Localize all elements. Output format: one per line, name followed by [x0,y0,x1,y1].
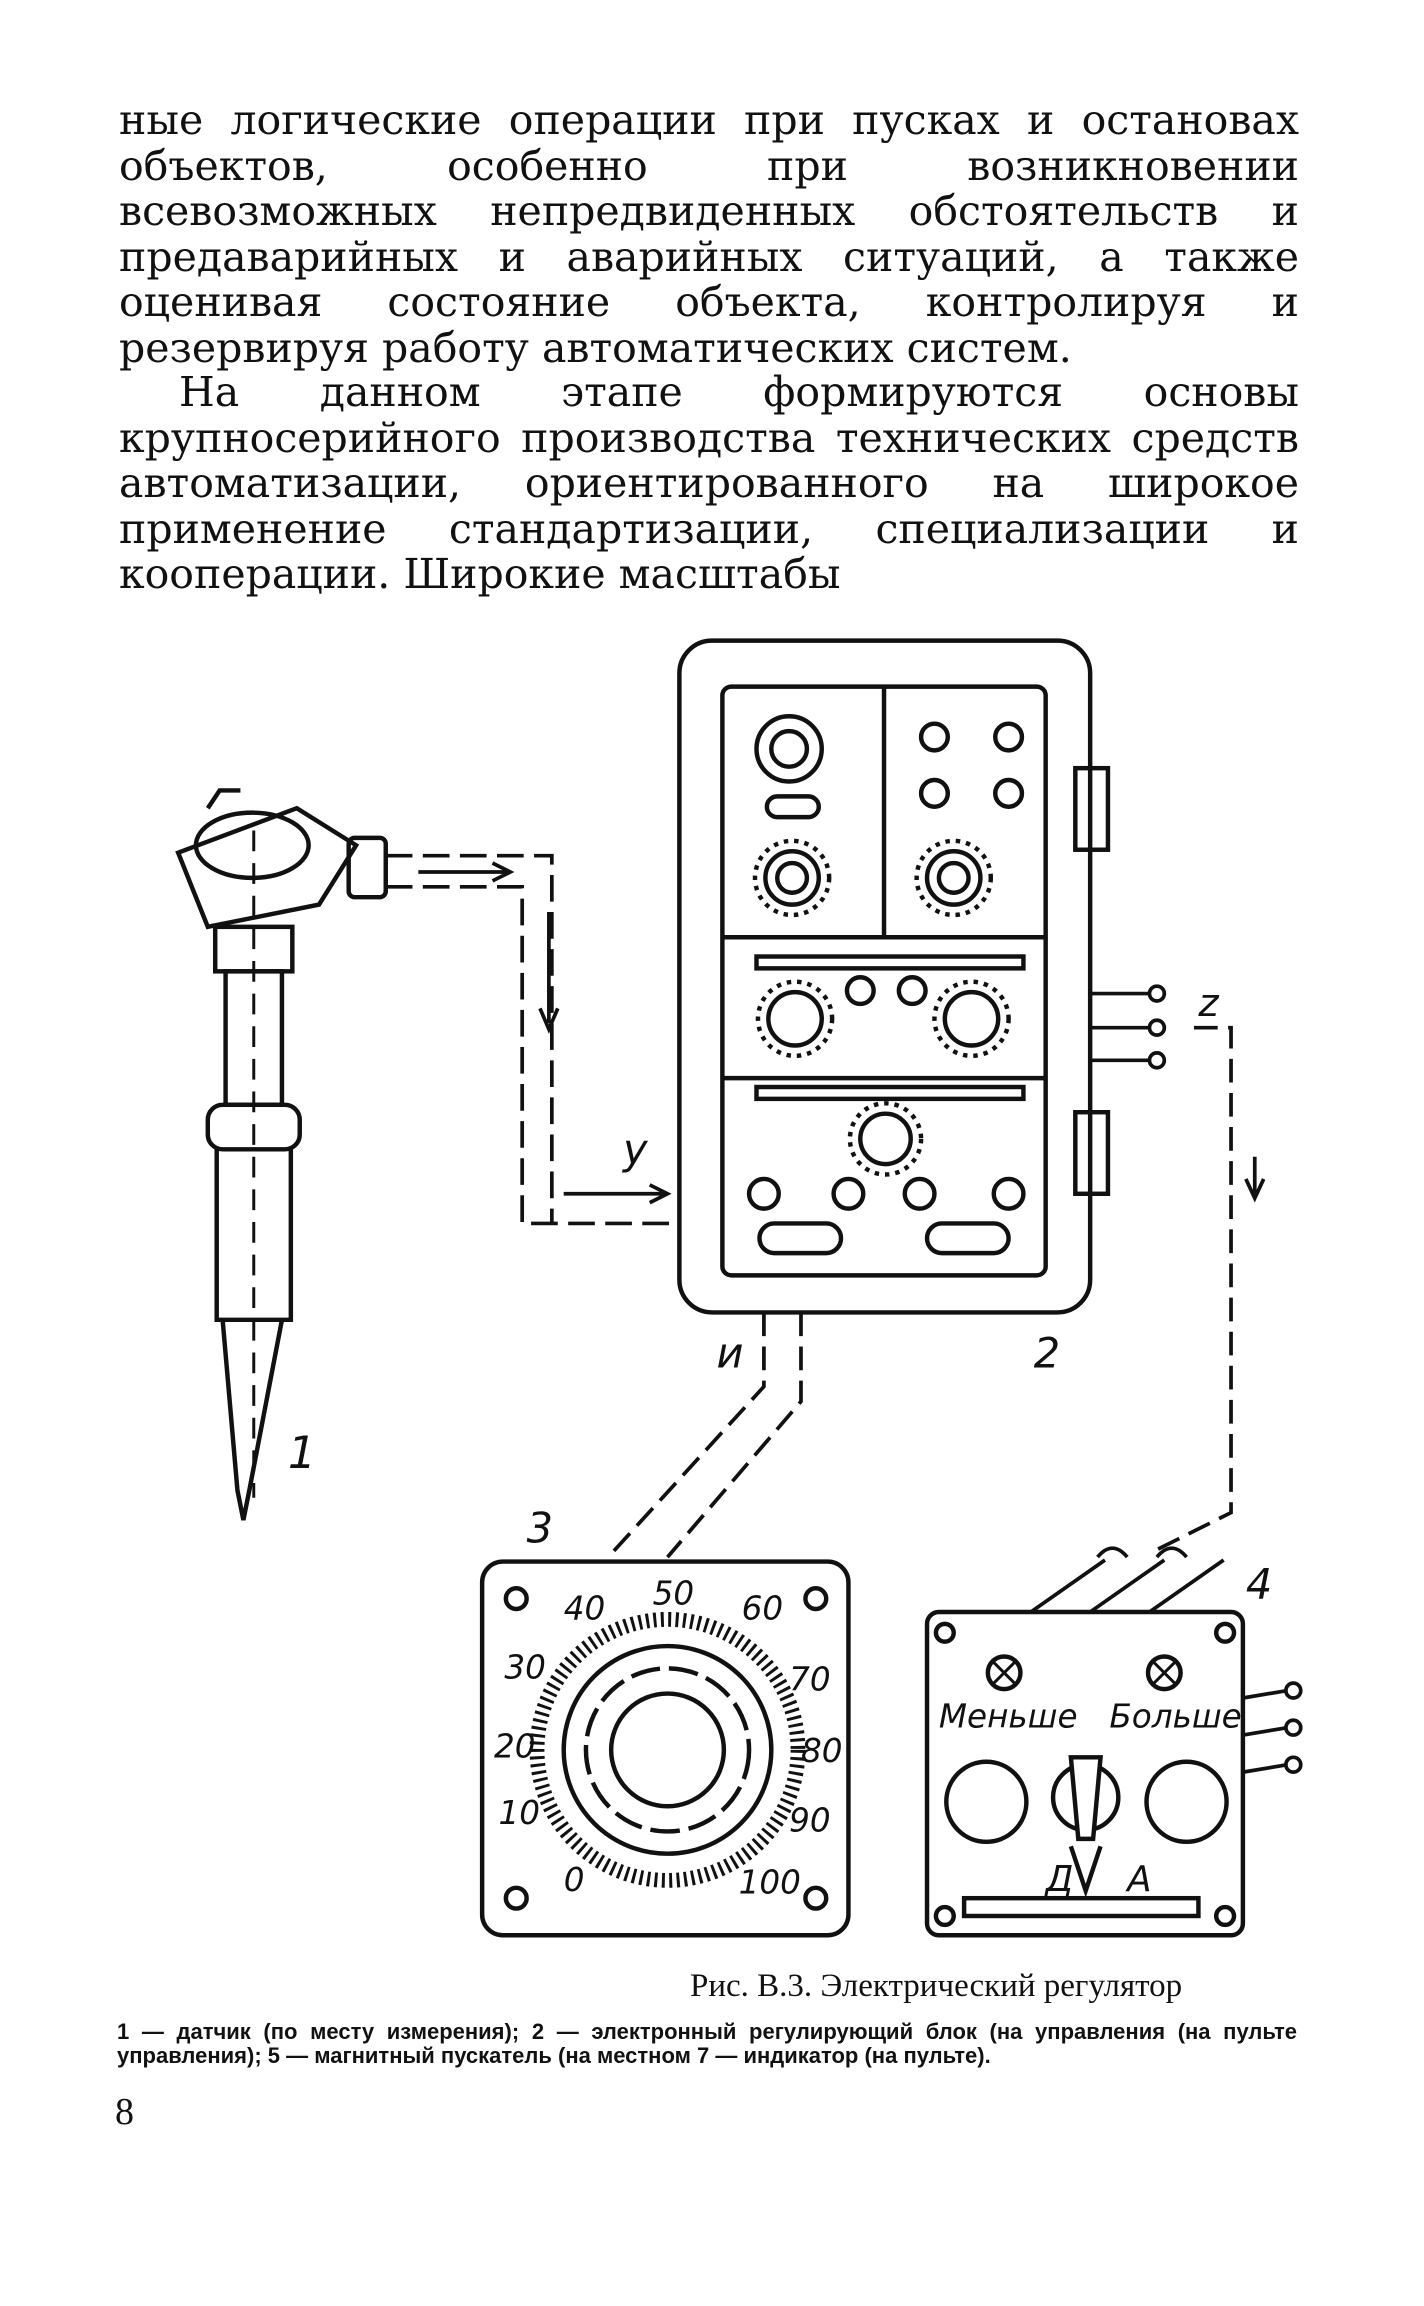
signal-line-u [606,1312,803,1559]
starter-wires [1029,1546,1303,1774]
figure-caption: Рис. В.3. Электрический регулятор [690,1968,1183,2004]
page-number: 8 [115,2091,134,2133]
d-label: Д [1044,1859,1074,1900]
label-sensor-1: 1 [288,1428,316,1479]
more-label: Больше [1109,1698,1241,1736]
dial-tick-30: 30 [504,1649,546,1687]
label-y: у [621,1125,649,1174]
control-panel-4 [924,1609,1246,1938]
label-block-2: 2 [1034,1328,1060,1377]
less-label: Меньше [939,1698,1078,1736]
figure-legend: 1 — датчик (по месту измерения); 2 — эле… [117,2019,1297,2068]
label-starter-4: 4 [1246,1560,1272,1609]
dial-tick-40: 40 [564,1589,606,1627]
sensor-thermocouple [175,788,388,1521]
label-z: z [1197,981,1219,1026]
dial-tick-80: 80 [801,1732,843,1770]
a-label: А [1125,1859,1151,1900]
signal-line-y [385,853,680,1226]
dial-tick-20: 20 [494,1727,536,1765]
paragraph-2: На данном этапе формируются основы крупн… [119,368,1299,598]
dial-tick-70: 70 [789,1661,831,1699]
dial-tick-90: 90 [789,1801,831,1839]
electronic-regulator-block [677,638,1111,1315]
label-u: и [716,1328,743,1377]
dial-tick-60: 60 [742,1589,784,1627]
dial-tick-100: 100 [739,1864,801,1902]
dial-tick-0: 0 [564,1861,585,1899]
dial-tick-10: 10 [498,1794,539,1832]
dial-tick-50: 50 [653,1575,695,1613]
label-dial-3: 3 [527,1503,553,1552]
paragraph-1: ные логические операции при пусках и ост… [119,96,1299,372]
dial-scale: 0 10 20 30 40 50 60 70 80 90 100 [494,1575,842,1902]
panel-labels: Меньше Больше Д А [939,1698,1242,1900]
setpoint-dial [479,1559,851,1938]
z-outputs [1090,984,1266,1552]
